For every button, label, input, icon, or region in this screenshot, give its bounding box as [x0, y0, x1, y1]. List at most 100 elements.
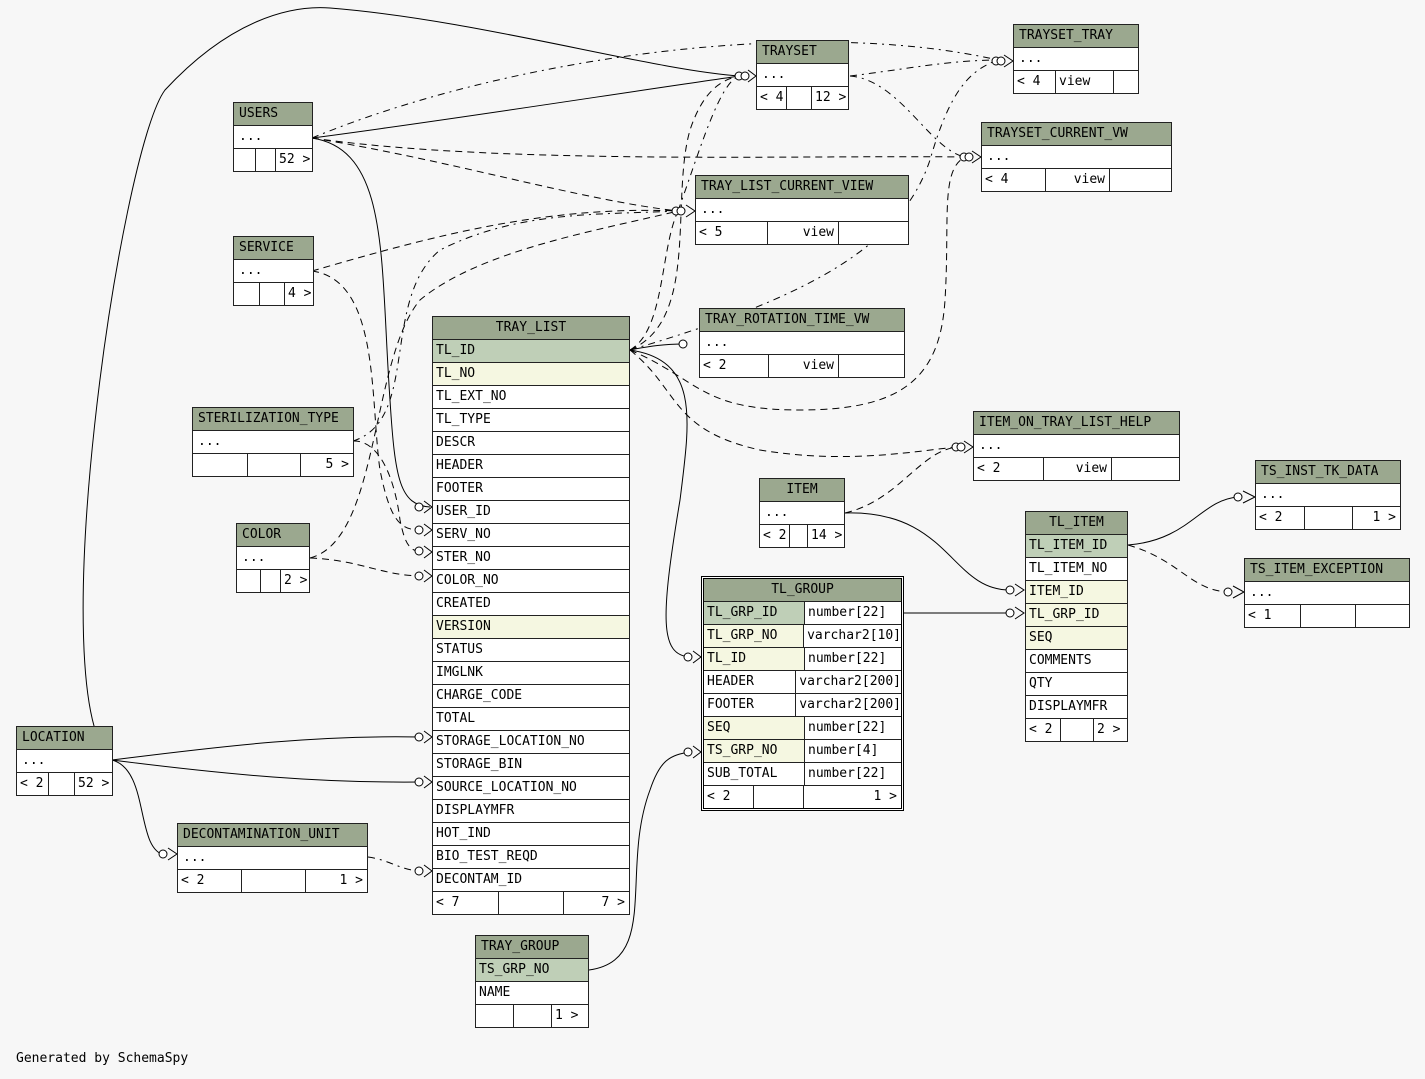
children-count[interactable]: 1 >: [873, 789, 897, 804]
table-trayset-tray[interactable]: TRAYSET_TRAY ... < 4 view: [1013, 24, 1139, 94]
parents-count[interactable]: < 2: [700, 355, 769, 377]
column-row[interactable]: SOURCE_LOCATION_NO: [433, 777, 629, 800]
table-trayset[interactable]: TRAYSET ... < 4 12 >: [756, 40, 849, 110]
table-title[interactable]: TL_GROUP: [704, 579, 901, 602]
table-title[interactable]: TS_INST_TK_DATA: [1256, 461, 1400, 484]
table-title[interactable]: TRAY_ROTATION_TIME_VW: [700, 309, 904, 332]
column-row[interactable]: NAME: [476, 982, 588, 1005]
table-tl-item[interactable]: TL_ITEM TL_ITEM_ID TL_ITEM_NO ITEM_ID TL…: [1025, 511, 1128, 742]
parents-count[interactable]: < 4: [982, 169, 1046, 191]
column-row[interactable]: DISPLAYMFR: [433, 800, 629, 823]
table-item[interactable]: ITEM ... < 2 14 >: [759, 478, 845, 548]
table-tray-rotation-time-vw[interactable]: TRAY_ROTATION_TIME_VW ... < 2 view: [699, 308, 905, 378]
column-row[interactable]: IMGLNK: [433, 662, 629, 685]
column-row[interactable]: FOOTER: [433, 478, 629, 501]
column-row[interactable]: TL_ID: [433, 340, 629, 363]
column-row[interactable]: SERV_NO: [433, 524, 629, 547]
column-row[interactable]: STORAGE_LOCATION_NO: [433, 731, 629, 754]
children-count[interactable]: 1 >: [555, 1008, 579, 1023]
column-row[interactable]: TL_NO: [433, 363, 629, 386]
parents-count[interactable]: < 2: [760, 525, 790, 547]
parents-count[interactable]: < 2: [17, 773, 49, 795]
column-row[interactable]: CREATED: [433, 593, 629, 616]
table-sterilization-type[interactable]: STERILIZATION_TYPE ... 5 >: [192, 407, 354, 477]
table-title[interactable]: TRAY_LIST: [433, 317, 629, 340]
column-row[interactable]: DECONTAM_ID: [433, 869, 629, 892]
table-service[interactable]: SERVICE ... 4 >: [233, 236, 314, 306]
column-row[interactable]: TL_ITEM_ID: [1026, 535, 1127, 558]
column-row[interactable]: HOT_IND: [433, 823, 629, 846]
table-title[interactable]: TRAYSET_TRAY: [1014, 25, 1138, 48]
column-row[interactable]: CHARGE_CODE: [433, 685, 629, 708]
table-ts-item-exception[interactable]: TS_ITEM_EXCEPTION ... < 1: [1244, 558, 1410, 628]
parents-count[interactable]: < 5: [696, 222, 768, 244]
table-title[interactable]: LOCATION: [17, 727, 112, 750]
table-title[interactable]: TL_ITEM: [1026, 512, 1127, 535]
column-row[interactable]: COMMENTS: [1026, 650, 1127, 673]
table-tray-list[interactable]: TRAY_LIST TL_ID TL_NO TL_EXT_NO TL_TYPE …: [432, 316, 630, 915]
column-row[interactable]: VERSION: [433, 616, 629, 639]
table-tray-group[interactable]: TRAY_GROUP TS_GRP_NO NAME 1 >: [475, 935, 589, 1028]
table-trayset-current-vw[interactable]: TRAYSET_CURRENT_VW ... < 4 view: [981, 122, 1172, 192]
table-title[interactable]: TS_ITEM_EXCEPTION: [1245, 559, 1409, 582]
parents-count[interactable]: < 4: [1014, 71, 1056, 93]
table-title[interactable]: SERVICE: [234, 237, 313, 260]
table-location[interactable]: LOCATION ... < 2 52 >: [16, 726, 113, 796]
parents-count[interactable]: < 1: [1245, 605, 1301, 627]
column-row[interactable]: TL_ITEM_NO: [1026, 558, 1127, 581]
parents-count[interactable]: < 2: [178, 870, 242, 892]
table-decontamination-unit[interactable]: DECONTAMINATION_UNIT ... < 2 1 >: [177, 823, 368, 893]
table-title[interactable]: TRAY_LIST_CURRENT_VIEW: [696, 176, 908, 199]
column-row[interactable]: TL_EXT_NO: [433, 386, 629, 409]
column-row[interactable]: QTY: [1026, 673, 1127, 696]
table-color[interactable]: COLOR ... 2 >: [236, 523, 310, 593]
column-row[interactable]: USER_ID: [433, 501, 629, 524]
column-row[interactable]: DESCR: [433, 432, 629, 455]
table-users[interactable]: USERS ... 52 >: [233, 102, 313, 172]
table-title[interactable]: ITEM: [760, 479, 844, 502]
children-count[interactable]: 1 >: [339, 873, 363, 888]
children-count[interactable]: 4 >: [288, 286, 312, 301]
column-row[interactable]: BIO_TEST_REQD: [433, 846, 629, 869]
table-title[interactable]: DECONTAMINATION_UNIT: [178, 824, 367, 847]
column-row[interactable]: TS_GRP_NO: [476, 959, 588, 982]
children-count[interactable]: 7 >: [601, 895, 625, 910]
table-title[interactable]: STERILIZATION_TYPE: [193, 408, 353, 431]
table-tray-list-current-view[interactable]: TRAY_LIST_CURRENT_VIEW ... < 5 view: [695, 175, 909, 245]
table-ts-inst-tk-data[interactable]: TS_INST_TK_DATA ... < 2 1 >: [1255, 460, 1401, 530]
column-row[interactable]: TOTAL: [433, 708, 629, 731]
parents-count[interactable]: < 7: [433, 892, 499, 914]
parents-count[interactable]: < 4: [757, 87, 787, 109]
column-row[interactable]: COLOR_NO: [433, 570, 629, 593]
parents-count[interactable]: < 2: [704, 786, 754, 808]
table-title[interactable]: USERS: [234, 103, 312, 126]
table-title[interactable]: TRAYSET_CURRENT_VW: [982, 123, 1171, 146]
table-title[interactable]: ITEM_ON_TRAY_LIST_HELP: [974, 412, 1179, 435]
column-row[interactable]: DISPLAYMFR: [1026, 696, 1127, 719]
parents-count[interactable]: < 2: [1026, 719, 1061, 741]
table-title[interactable]: TRAYSET: [757, 41, 848, 64]
table-item-on-tray-list-help[interactable]: ITEM_ON_TRAY_LIST_HELP ... < 2 view: [973, 411, 1180, 481]
table-title[interactable]: TRAY_GROUP: [476, 936, 588, 959]
column-row[interactable]: SEQ: [1026, 627, 1127, 650]
column-row[interactable]: ITEM_ID: [1026, 581, 1127, 604]
children-count[interactable]: 52 >: [78, 776, 110, 791]
children-count[interactable]: 2 >: [1097, 722, 1121, 737]
column-row[interactable]: TL_TYPE: [433, 409, 629, 432]
children-count[interactable]: 52 >: [279, 152, 311, 167]
column-row[interactable]: STORAGE_BIN: [433, 754, 629, 777]
column-row[interactable]: HEADER: [433, 455, 629, 478]
children-count[interactable]: 1 >: [1372, 510, 1396, 525]
children-count[interactable]: 5 >: [325, 457, 349, 472]
column-row[interactable]: STATUS: [433, 639, 629, 662]
children-count[interactable]: 12 >: [815, 90, 847, 105]
